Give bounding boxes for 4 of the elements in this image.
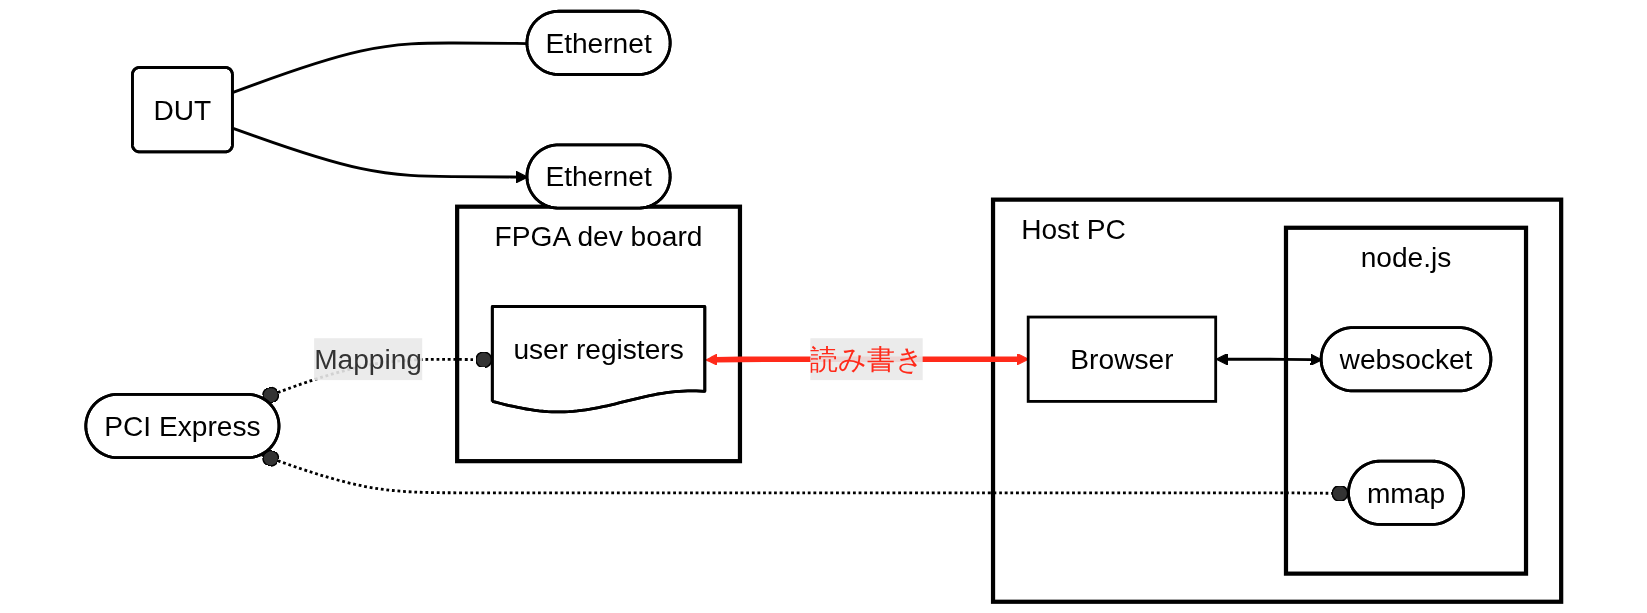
edge-label: Mapping — [314, 343, 422, 375]
connector — [232, 41, 528, 94]
edge-label: 読み書き — [810, 343, 923, 375]
node-box: Browser — [1026, 315, 1218, 403]
